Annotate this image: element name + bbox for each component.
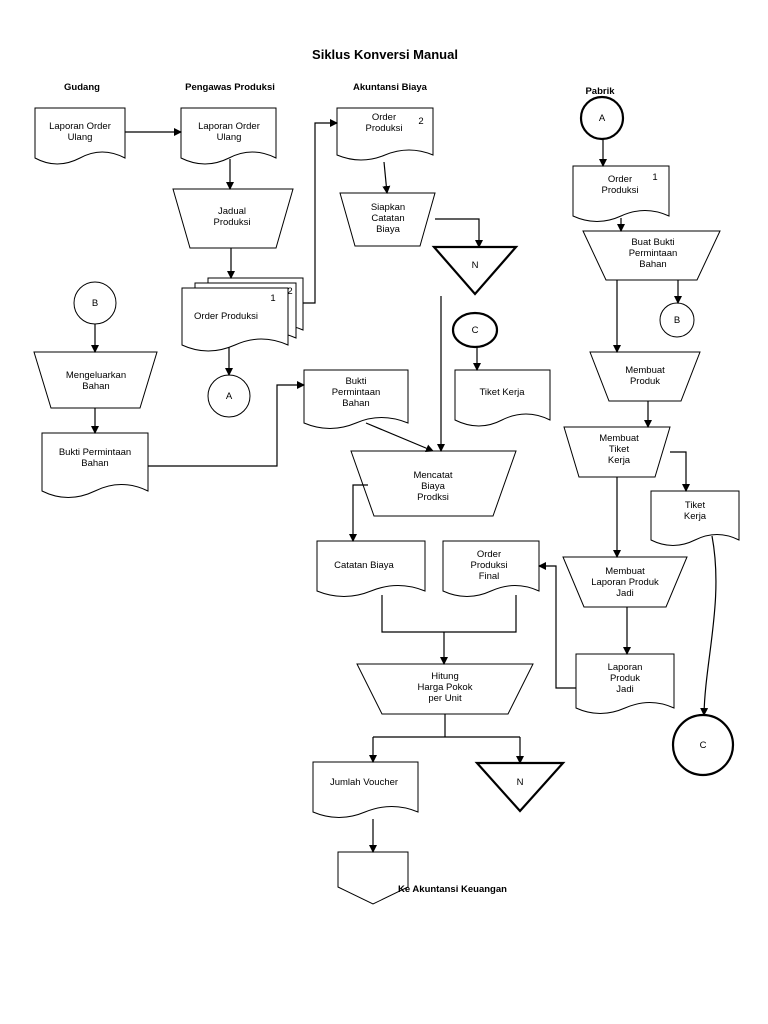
pengawas-connector-a: A bbox=[207, 374, 251, 418]
column-gudang: Gudang bbox=[64, 82, 100, 93]
svg-text:C: C bbox=[472, 325, 479, 336]
svg-text:2: 2 bbox=[287, 286, 292, 297]
diagram-title: Siklus Konversi Manual bbox=[312, 47, 458, 62]
ke-akuntansi-keuangan-label: Ke Akuntansi Keuangan bbox=[398, 884, 507, 895]
svg-text:A: A bbox=[599, 113, 606, 124]
svg-text:B: B bbox=[92, 298, 98, 309]
catatan-biaya: Catatan Biaya bbox=[316, 540, 426, 597]
column-pabrik: Pabrik bbox=[585, 86, 615, 97]
svg-text:Catatan Biaya: Catatan Biaya bbox=[334, 560, 394, 571]
jumlah-voucher: Jumlah Voucher bbox=[312, 761, 419, 818]
svg-text:A: A bbox=[226, 391, 233, 402]
pabrik-connector-a: A bbox=[579, 95, 625, 141]
svg-text:1: 1 bbox=[270, 293, 275, 304]
akuntansi-offpage-n-top: N bbox=[431, 245, 519, 296]
offpage-ke-akuntansi-keuangan bbox=[337, 851, 409, 905]
svg-text:Tiket Kerja: Tiket Kerja bbox=[479, 387, 525, 398]
akuntansi-offpage-n-bottom: N bbox=[474, 761, 566, 813]
pabrik-connector-b: B bbox=[659, 302, 695, 338]
svg-text:N: N bbox=[517, 777, 524, 788]
akuntansi-tiket-kerja: Tiket Kerja bbox=[454, 369, 551, 427]
svg-text:C: C bbox=[700, 740, 707, 751]
gudang-connector-b: B bbox=[73, 281, 117, 325]
column-pengawas-produksi: Pengawas Produksi bbox=[185, 82, 275, 93]
svg-text:B: B bbox=[674, 315, 680, 326]
svg-text:2: 2 bbox=[418, 116, 423, 127]
akuntansi-connector-c: C bbox=[451, 311, 499, 349]
flow-lines bbox=[91, 119, 717, 853]
svg-text:1: 1 bbox=[652, 172, 657, 183]
svg-text:Jumlah Voucher: Jumlah Voucher bbox=[330, 777, 398, 788]
svg-text:Order Produksi: Order Produksi bbox=[194, 311, 258, 322]
column-akuntansi-biaya: Akuntansi Biaya bbox=[353, 82, 428, 93]
pengawas-order-produksi: Order Produksi 1 2 bbox=[181, 277, 304, 352]
pabrik-connector-c: C bbox=[671, 713, 735, 777]
svg-text:N: N bbox=[472, 260, 479, 271]
